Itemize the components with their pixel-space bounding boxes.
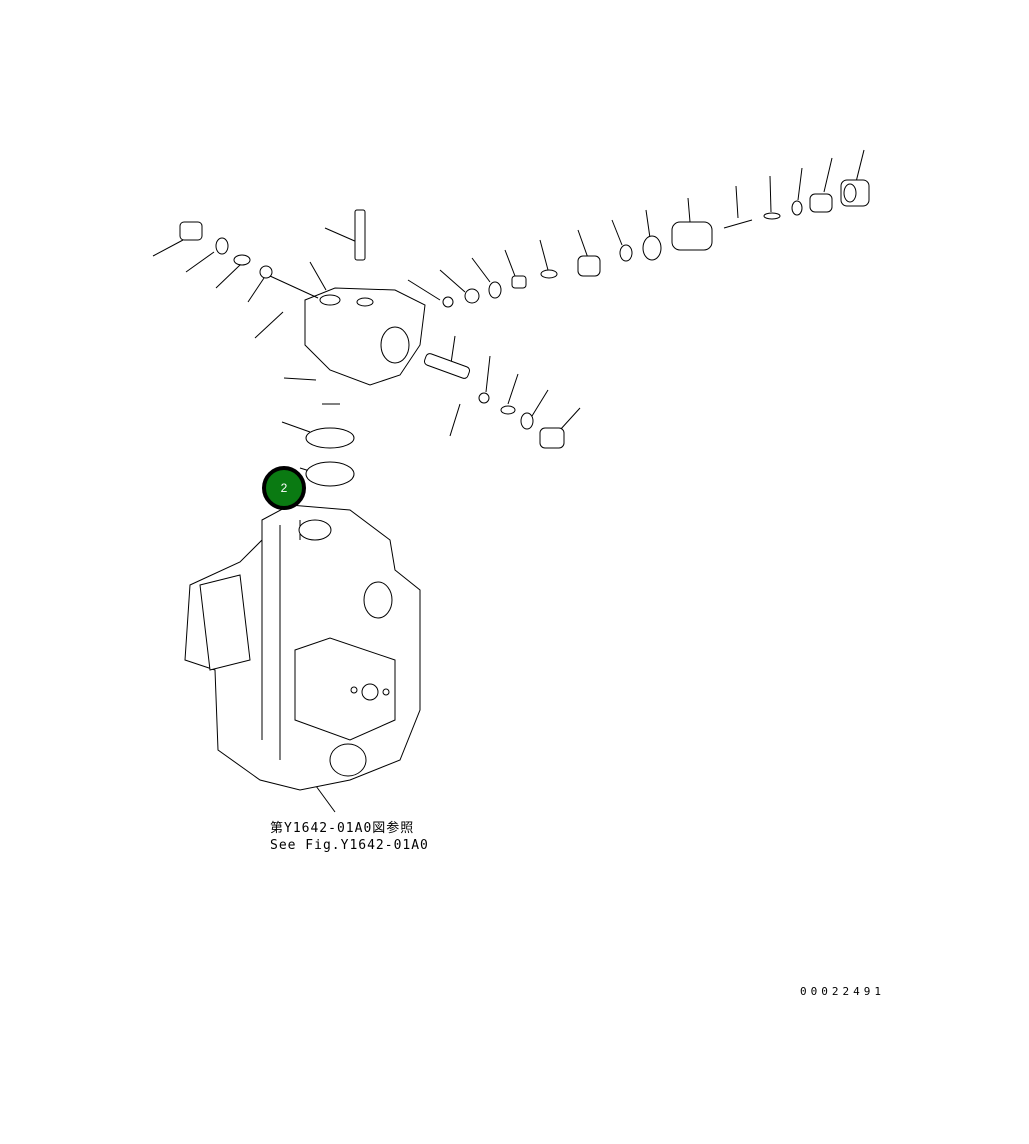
main-valve-body [184,504,421,791]
callout-badge-2[interactable]: 2 [262,466,306,510]
parts-row [179,179,870,487]
reference-note-en: See Fig.Y1642-01A0 [270,838,429,853]
valve-block-upper [304,287,426,386]
drawing-code: 00022491 [800,985,885,998]
leader-lines [152,149,865,813]
reference-note-jp: 第Y1642-01A0図参照 [270,821,415,836]
